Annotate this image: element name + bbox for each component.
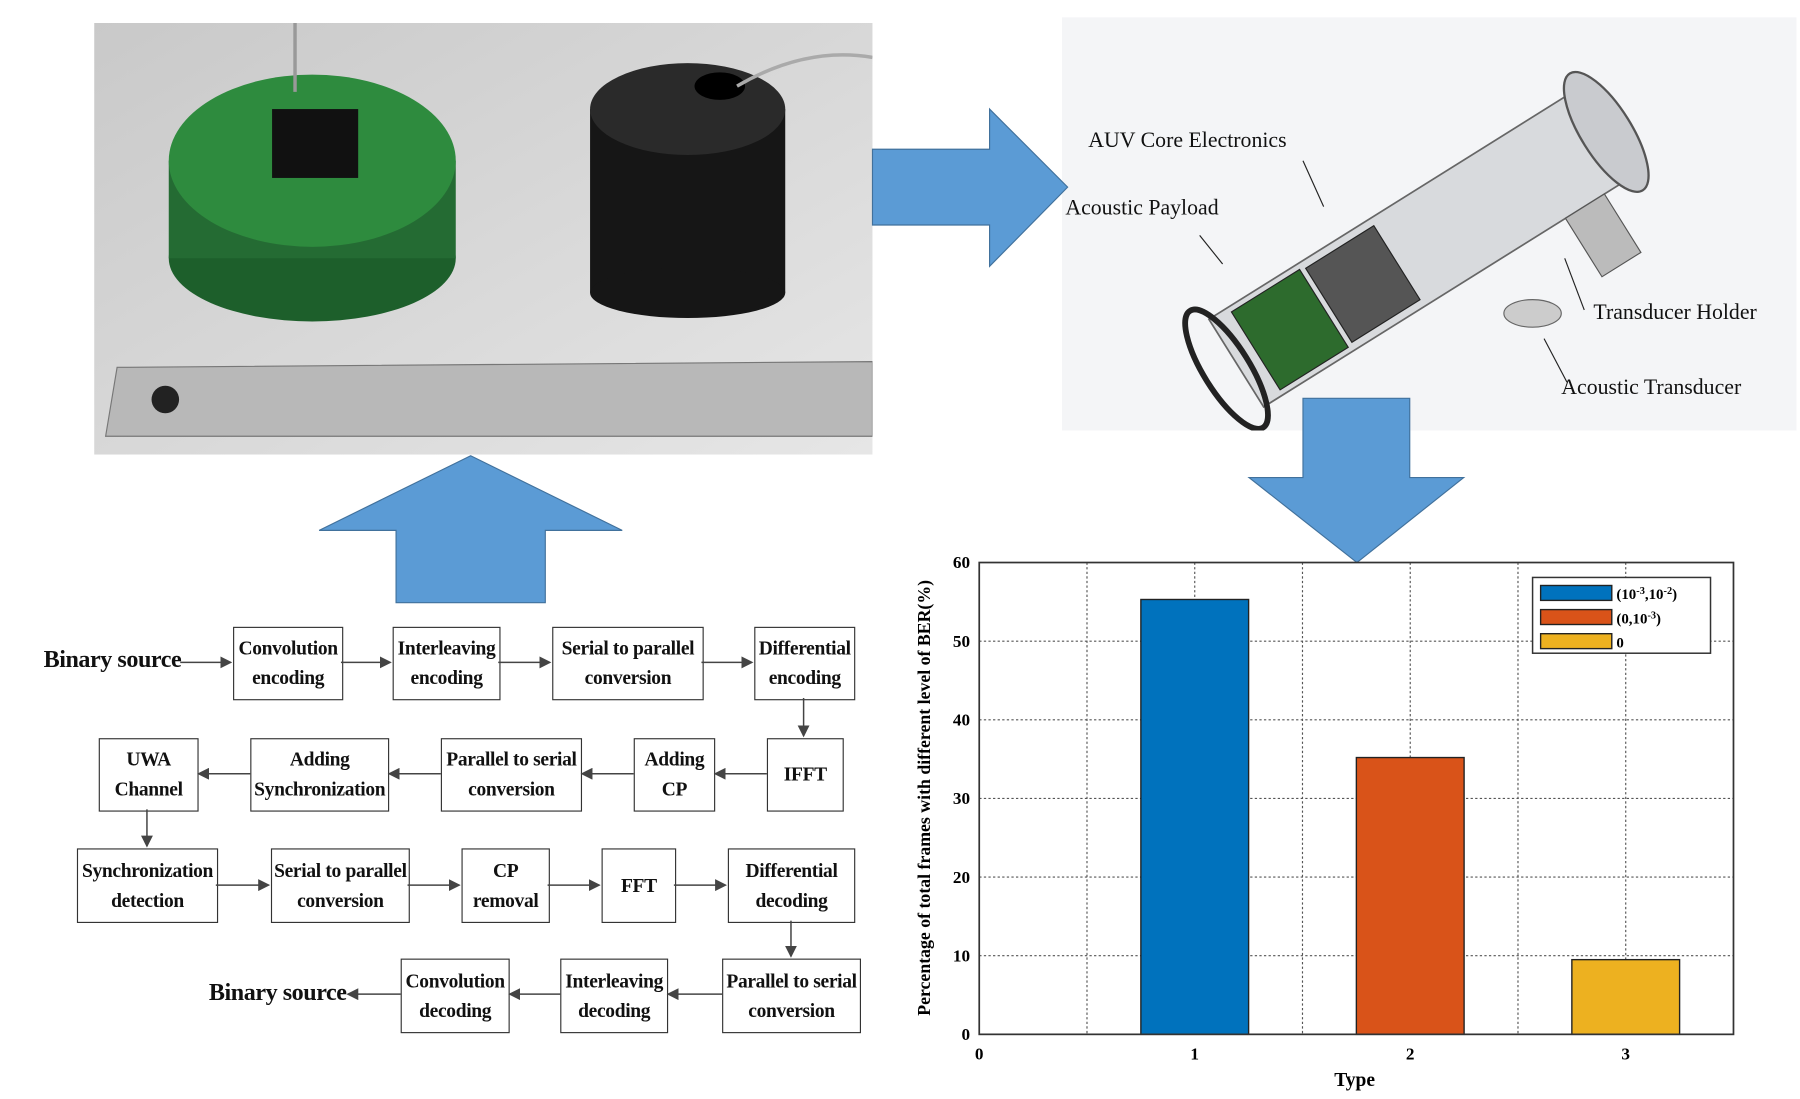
box-interleaving-decoding: Interleaving decoding bbox=[560, 958, 669, 1034]
box-line: UWA bbox=[126, 748, 171, 771]
box-parallel-to-serial: Parallel to serial conversion bbox=[440, 738, 583, 812]
box-line: Synchronization bbox=[81, 859, 214, 882]
ruler bbox=[104, 361, 873, 437]
box-line: Differential bbox=[745, 859, 838, 882]
box-line: FFT bbox=[620, 874, 657, 897]
x-tick-label: 0 bbox=[975, 1045, 984, 1064]
box-line: decoding bbox=[578, 999, 651, 1022]
legend-swatch bbox=[1539, 584, 1613, 602]
legend-label: 0 bbox=[1616, 635, 1623, 651]
box-line: CP bbox=[661, 778, 688, 801]
label-transducer-holder: Transducer Holder bbox=[1593, 300, 1757, 325]
label-auv-core-electronics: AUV Core Electronics bbox=[1088, 128, 1287, 153]
y-tick-label: 20 bbox=[953, 868, 970, 887]
box-convolution-encoding: Convolution encoding bbox=[233, 626, 344, 701]
hardware-photo bbox=[94, 22, 873, 455]
box-line: Synchronization bbox=[254, 778, 386, 801]
pcb-stack bbox=[168, 22, 456, 322]
arrow-up-icon bbox=[318, 455, 623, 604]
x-tick-label: 1 bbox=[1190, 1045, 1199, 1064]
box-line: conversion bbox=[297, 889, 384, 911]
box-synchronization-detection: Synchronization detection bbox=[76, 848, 219, 923]
plot-frame bbox=[978, 561, 1735, 1036]
box-line: decoding bbox=[419, 999, 492, 1022]
y-tick-label: 50 bbox=[953, 632, 970, 651]
x-tick-label: 3 bbox=[1621, 1045, 1630, 1064]
chart-legend: (10-3,10-2) (0,10-3) 0 bbox=[1531, 576, 1712, 654]
label-acoustic-payload: Acoustic Payload bbox=[1065, 196, 1219, 221]
y-tick-label: 60 bbox=[953, 553, 970, 572]
box-line: Interleaving bbox=[397, 637, 496, 659]
box-line: Interleaving bbox=[565, 969, 664, 992]
box-line: removal bbox=[472, 889, 539, 911]
y-tick-label: 40 bbox=[953, 711, 970, 730]
box-line: Serial to parallel bbox=[561, 637, 695, 659]
box-line: Convolution bbox=[238, 637, 339, 659]
y-tick-label: 0 bbox=[961, 1025, 970, 1044]
box-line: Parallel to serial bbox=[446, 748, 577, 771]
box-line: conversion bbox=[748, 999, 835, 1022]
binary-source-input: Binary source bbox=[43, 645, 182, 673]
bar-type-1 bbox=[1140, 598, 1250, 1036]
box-line: conversion bbox=[584, 666, 672, 689]
legend-label: (10-3,10-2) bbox=[1616, 586, 1677, 604]
box-line: encoding bbox=[768, 666, 841, 689]
legend-swatch bbox=[1539, 633, 1613, 650]
y-tick-label: 30 bbox=[953, 789, 970, 808]
box-parallel-to-serial-rx: Parallel to serial conversion bbox=[722, 958, 861, 1034]
bar-type-3 bbox=[1571, 958, 1681, 1036]
box-line: Differential bbox=[758, 637, 851, 659]
arrow-right-icon bbox=[871, 107, 1069, 268]
box-serial-to-parallel-rx: Serial to parallel conversion bbox=[270, 848, 410, 923]
box-serial-to-parallel: Serial to parallel conversion bbox=[552, 626, 704, 701]
y-axis-label: Percentage of total frames with differen… bbox=[914, 580, 935, 1016]
box-line: decoding bbox=[755, 889, 828, 911]
box-line: Parallel to serial bbox=[726, 969, 857, 992]
box-line: detection bbox=[111, 889, 184, 911]
bar-type-2 bbox=[1355, 756, 1465, 1036]
box-fft: FFT bbox=[601, 848, 677, 923]
box-line: Convolution bbox=[405, 969, 506, 992]
x-tick-label: 2 bbox=[1406, 1045, 1415, 1064]
ber-bar-chart: 0 10 20 30 40 50 60 0 1 2 3 Type Percentage of tot… bbox=[914, 553, 1735, 1091]
box-line: Channel bbox=[114, 778, 183, 801]
box-line: IFFT bbox=[783, 763, 827, 786]
binary-source-output: Binary source bbox=[208, 978, 347, 1006]
box-convolution-decoding: Convolution decoding bbox=[400, 958, 510, 1034]
box-line: conversion bbox=[468, 778, 555, 801]
box-line: encoding bbox=[410, 666, 483, 689]
label-acoustic-transducer: Acoustic Transducer bbox=[1561, 375, 1742, 400]
box-differential-decoding: Differential decoding bbox=[727, 848, 856, 923]
box-cp-removal: CP removal bbox=[461, 848, 550, 923]
box-line: Adding bbox=[289, 748, 350, 771]
box-uwa-channel: UWA Channel bbox=[98, 738, 199, 812]
legend-label: (0,10-3) bbox=[1616, 610, 1661, 628]
box-line: Serial to parallel bbox=[274, 859, 407, 882]
box-differential-encoding: Differential encoding bbox=[754, 626, 856, 701]
arrow-down-icon bbox=[1247, 397, 1466, 564]
box-line: CP bbox=[493, 859, 519, 882]
box-line: Adding bbox=[644, 748, 705, 771]
transducer-cylinder bbox=[590, 53, 873, 318]
auv-cad-drawing bbox=[1061, 17, 1797, 431]
y-tick-label: 10 bbox=[953, 946, 970, 965]
x-axis-label: Type bbox=[1334, 1070, 1375, 1091]
box-ifft: IFFT bbox=[766, 738, 844, 812]
box-interleaving-encoding: Interleaving encoding bbox=[392, 626, 501, 701]
legend-swatch bbox=[1539, 608, 1613, 626]
box-line: encoding bbox=[252, 666, 325, 689]
